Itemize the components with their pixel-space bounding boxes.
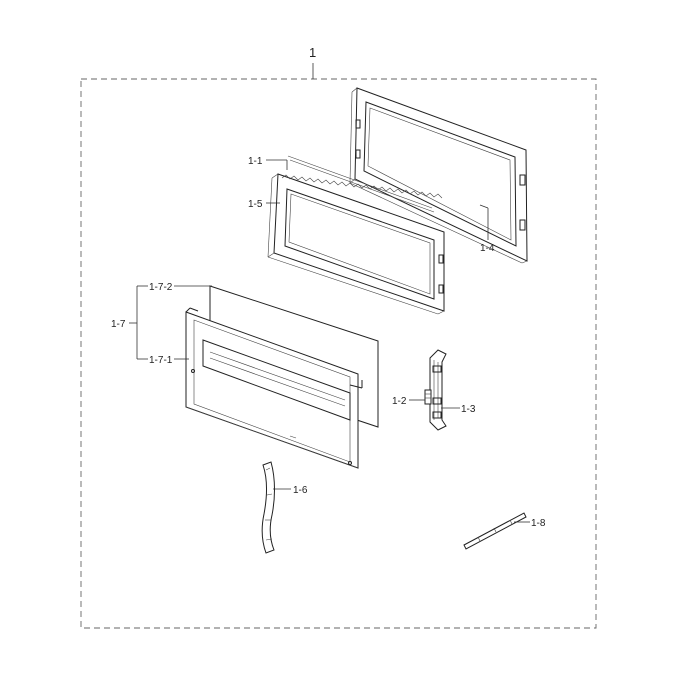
callout-1-2: 1-2 <box>392 396 407 407</box>
part-1-6-gasket <box>261 461 275 554</box>
part-1-7-1-door-panel <box>185 307 363 469</box>
callout-1-4: 1-4 <box>480 243 495 254</box>
assembly-boundary <box>80 78 597 629</box>
callout-1-7: 1-7 <box>111 319 126 330</box>
part-1-2-latch-spring <box>424 389 432 405</box>
part-1-8-rod <box>463 512 527 550</box>
part-1-5-choke-frame <box>267 173 445 315</box>
callout-1-8: 1-8 <box>531 518 546 529</box>
callout-1-1: 1-1 <box>248 156 263 167</box>
callout-1-7-1: 1-7-1 <box>149 355 173 366</box>
callout-1-5: 1-5 <box>248 199 263 210</box>
part-1-4-rear-frame <box>349 87 528 264</box>
leader-lines <box>129 159 530 523</box>
callout-1-6: 1-6 <box>293 485 308 496</box>
callout-1-3: 1-3 <box>461 404 476 415</box>
assembly-number: 1 <box>309 45 316 60</box>
part-1-1-mesh-sheet <box>287 155 435 213</box>
part-1-3-latch-hook <box>429 349 447 431</box>
callout-1-7-2: 1-7-2 <box>149 282 173 293</box>
